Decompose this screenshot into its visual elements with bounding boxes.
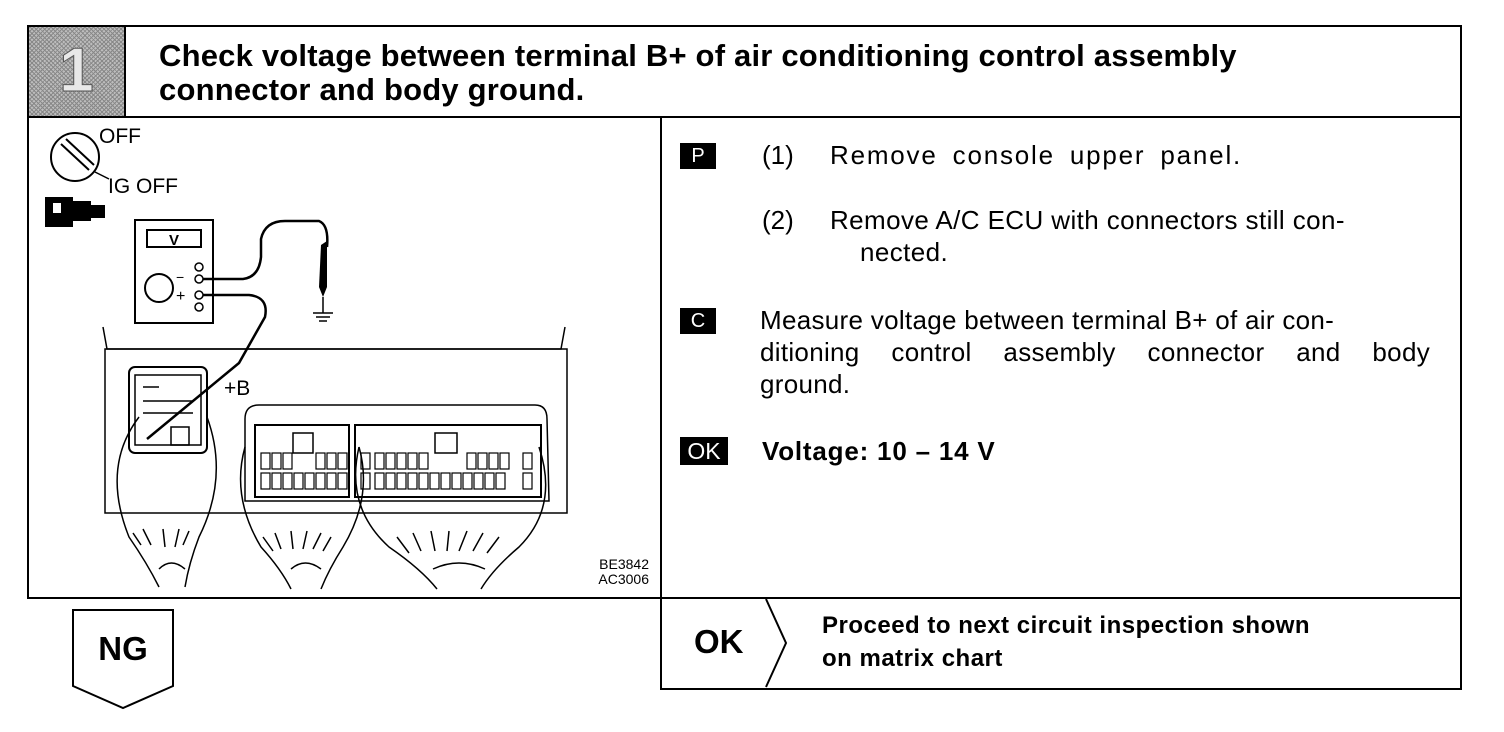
ground-probe-icon <box>313 241 333 322</box>
ok-action-line-1: Proceed to next circuit inspection shown <box>822 612 1311 639</box>
check-tag: C <box>680 308 716 334</box>
instruction-panel: P (1) Remove console upper panel. (2) Re… <box>660 117 1462 599</box>
title-line-2: connector and body ground. <box>159 72 585 107</box>
measure-instruction: Measure voltage between terminal B+ of a… <box>760 304 1430 400</box>
step-1-number: (1) <box>762 140 794 170</box>
terminal-label: +B <box>224 377 250 400</box>
diagram-panel: OFF IG OFF V − + <box>27 117 662 599</box>
ignition-key-icon <box>50 132 100 182</box>
ecu-unit: +B <box>102 326 568 514</box>
ok-action-text: Proceed to next circuit inspection shown… <box>822 609 1310 675</box>
step-2-text: Remove A/C ECU with connectors still con… <box>830 204 1450 268</box>
ok-action-line-2: on matrix chart <box>822 645 1003 672</box>
step-1-text: Remove console upper panel. <box>830 140 1243 170</box>
title-line-1: Check voltage between terminal B+ of air… <box>159 38 1237 73</box>
plus-label: + <box>176 288 185 305</box>
ok-result-box: OK Proceed to next circuit inspection sh… <box>660 597 1462 690</box>
step-2-line-2: nected. <box>860 237 949 267</box>
ng-label: NG <box>98 630 148 667</box>
step-2-line-1: Remove A/C ECU with connectors still con… <box>830 205 1345 235</box>
figure-code-1: BE3842 <box>599 556 649 572</box>
step-header: 1 Check voltage between terminal B+ of a… <box>27 25 1462 118</box>
wiring-diagram: OFF IG OFF V − + <box>45 125 649 590</box>
step-number-box: 1 <box>29 27 126 116</box>
voltage-spec: Voltage: 10 – 14 V <box>762 436 996 466</box>
measure-line-3: ground. <box>760 369 851 399</box>
step-title: Check voltage between terminal B+ of air… <box>159 39 1439 107</box>
ng-result: NG <box>70 608 176 712</box>
figure-code-2: AC3006 <box>598 571 649 587</box>
connector-plug-icon <box>45 197 105 227</box>
wire-harness-illustration <box>116 416 547 590</box>
off-label: OFF <box>99 125 141 148</box>
step-number: 1 <box>59 36 94 106</box>
step-2-number: (2) <box>762 205 794 235</box>
minus-label: − <box>176 269 184 285</box>
measure-line-2: ditioning control assembly connector and… <box>760 337 1430 367</box>
ig-off-label: IG OFF <box>108 175 178 198</box>
preparation-tag: P <box>680 143 716 169</box>
ng-arrow-shape <box>72 609 174 710</box>
meter-label: V <box>169 232 179 249</box>
voltmeter-icon: V − + <box>134 219 214 324</box>
ok-arrow-divider <box>765 598 788 688</box>
ok-spec-tag: OK <box>680 437 728 465</box>
ok-label: OK <box>694 623 744 660</box>
measure-line-1: Measure voltage between terminal B+ of a… <box>760 305 1335 335</box>
